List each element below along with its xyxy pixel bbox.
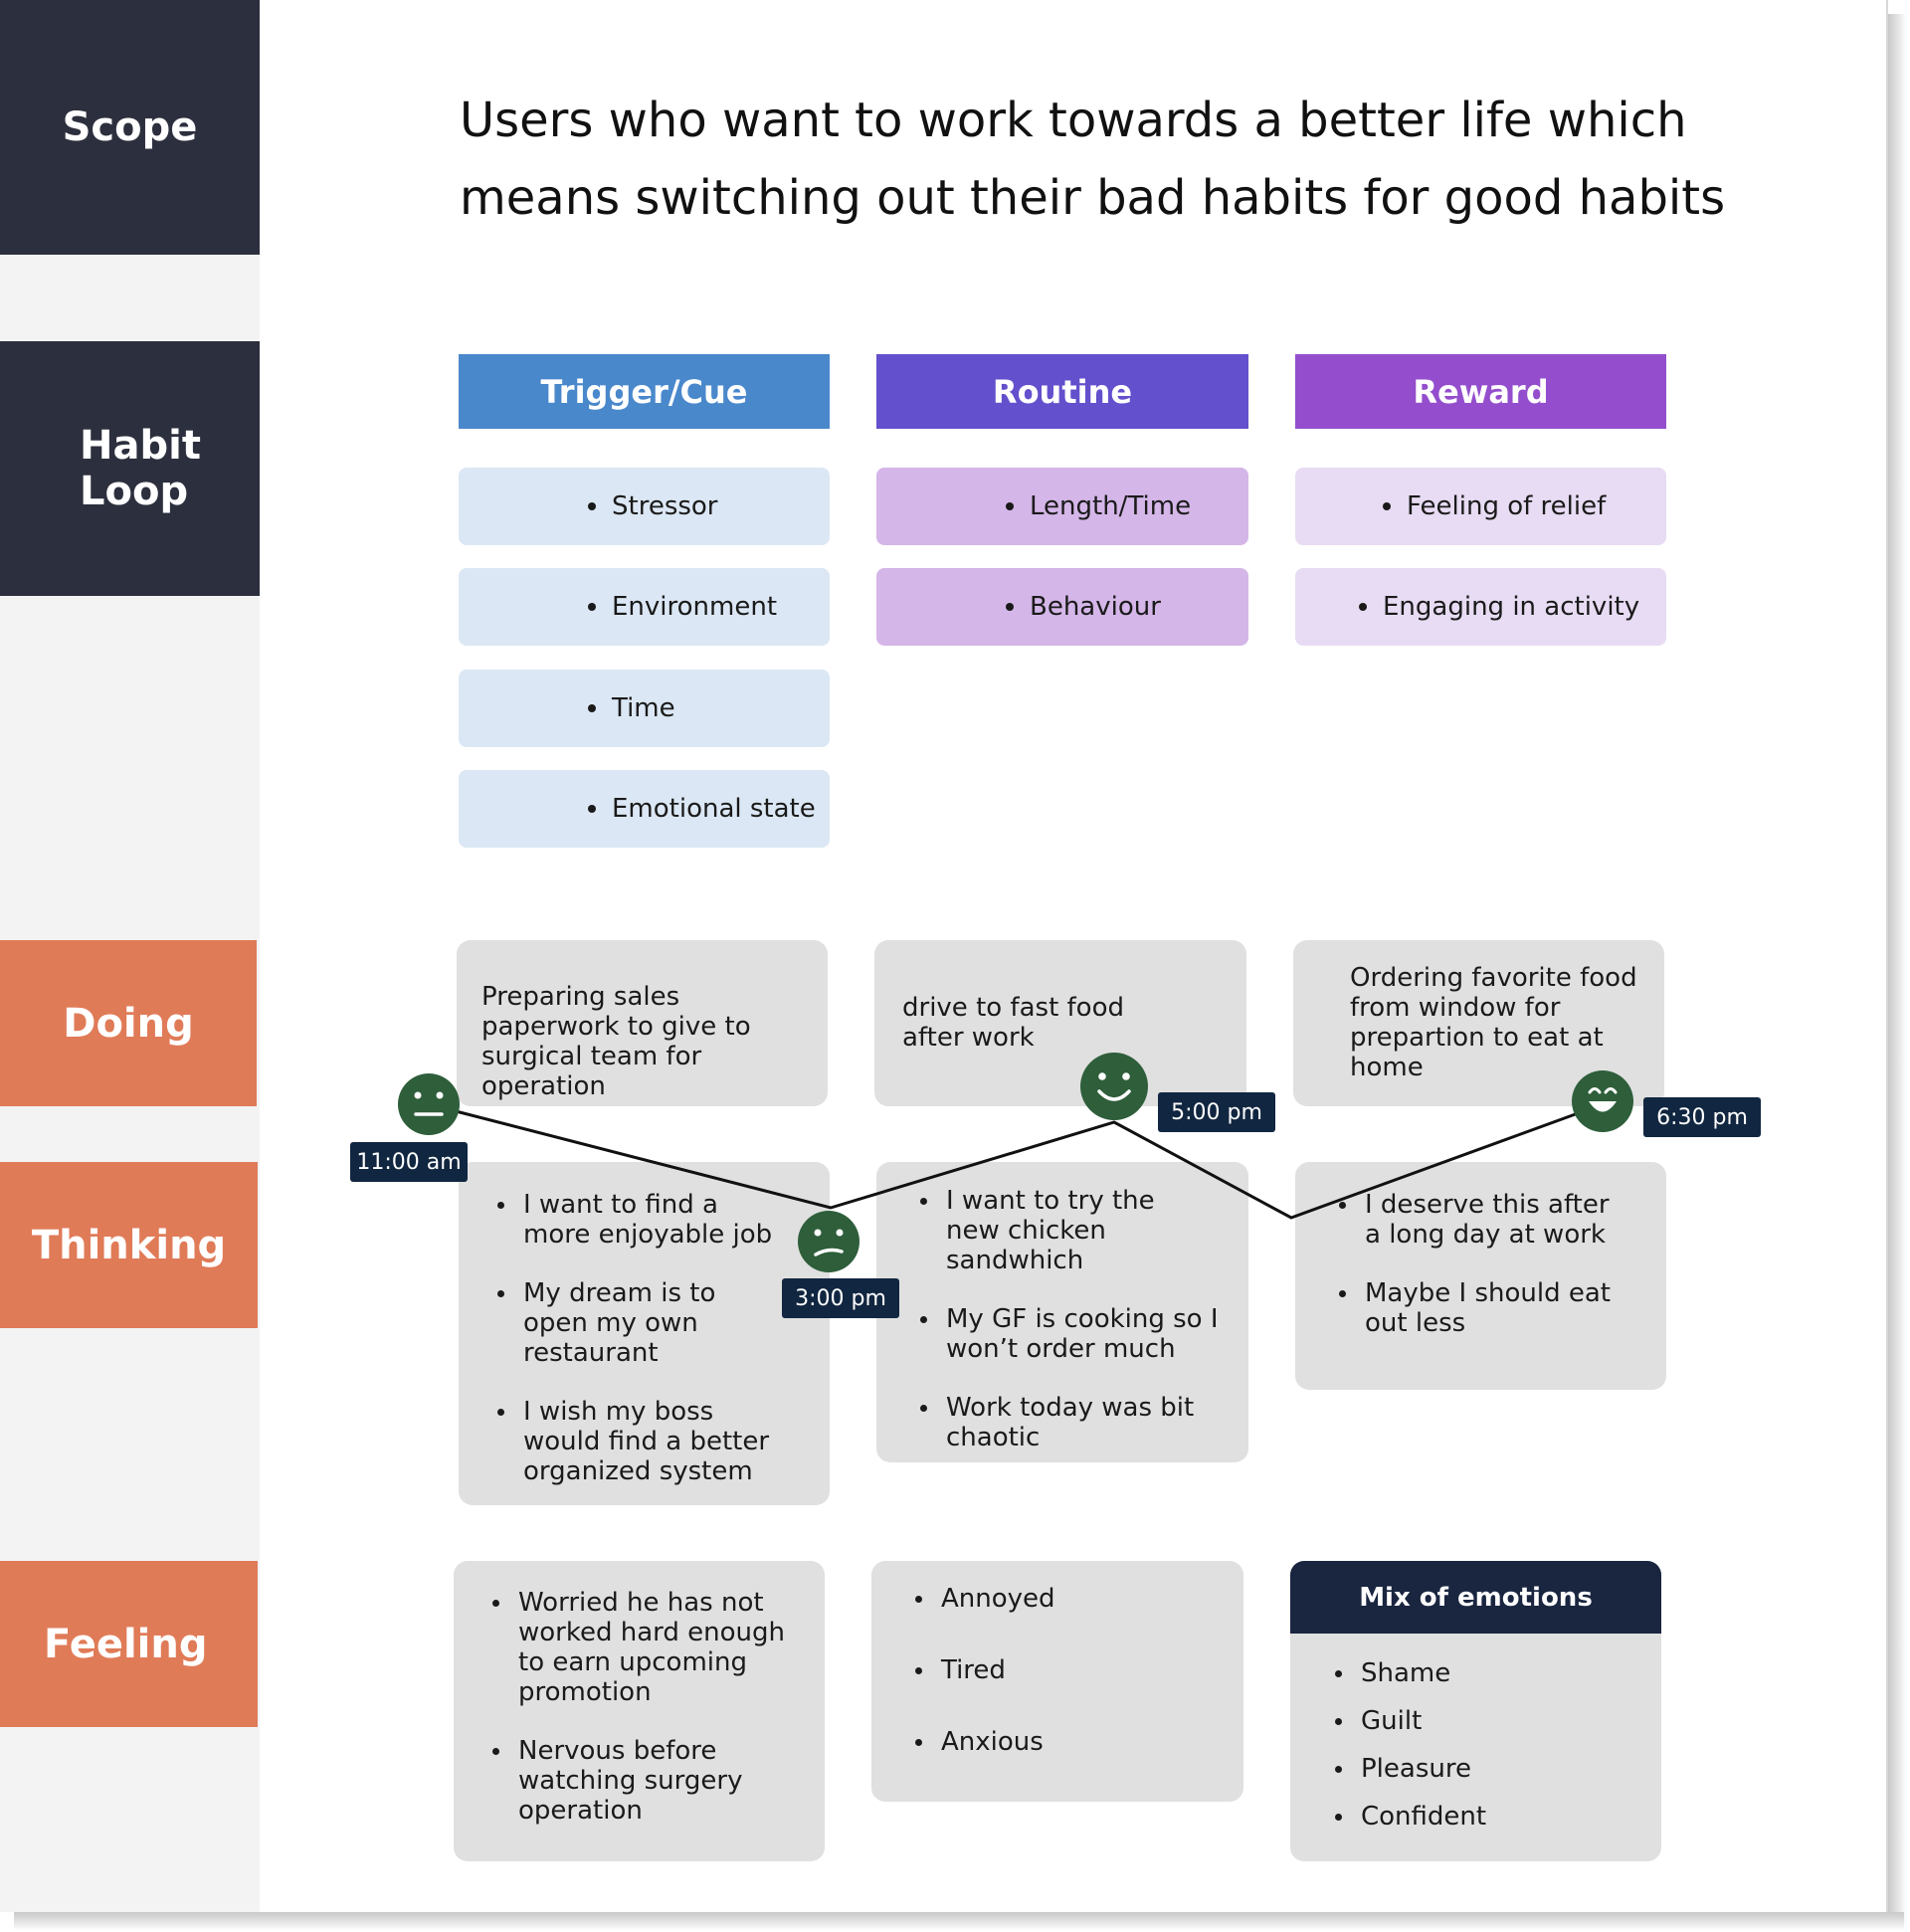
- trigger-item-label: Emotional state: [612, 794, 816, 824]
- row-label-scope: Scope: [0, 0, 260, 255]
- feeling-card-2: Annoyed Tired Anxious: [871, 1561, 1243, 1802]
- routine-item: Behaviour: [876, 568, 1248, 646]
- trigger-item: Environment: [459, 568, 830, 646]
- routine-item-label: Length/Time: [1030, 491, 1192, 521]
- thinking-card-1: I want to find a more enjoyable job My d…: [459, 1162, 830, 1505]
- header-routine: Routine: [876, 354, 1248, 429]
- feeling-item: Worried he has not worked hard enough to…: [492, 1588, 787, 1707]
- reward-item-label: Feeling of relief: [1407, 491, 1607, 521]
- bullet-icon: [1383, 502, 1391, 510]
- feeling-item: Nervous before watching surgery operatio…: [492, 1736, 787, 1826]
- row-label-feeling: Feeling: [0, 1561, 258, 1727]
- routine-item: Length/Time: [876, 468, 1248, 545]
- bullet-icon: [1006, 502, 1014, 510]
- sheet-edge: [1886, 0, 1888, 1912]
- trigger-item: Time: [459, 670, 830, 747]
- feeling-item: Tired: [915, 1655, 1220, 1685]
- sheet-shadow-bottom: [14, 1912, 1904, 1930]
- doing-card-text: Ordering favorite food from window for p…: [1350, 963, 1637, 1082]
- feeling-item: Guilt: [1335, 1706, 1637, 1736]
- bullet-icon: [1359, 603, 1367, 611]
- bullet-icon: [588, 603, 596, 611]
- row-label-habit-line2: Loop: [80, 469, 189, 514]
- thinking-item: Work today was bit chaotic: [920, 1393, 1215, 1452]
- header-trigger-cue: Trigger/Cue: [459, 354, 830, 429]
- sheet-shadow-right: [1888, 14, 1906, 1924]
- header-reward: Reward: [1295, 354, 1666, 429]
- thinking-item: My dream is to open my own restaurant: [497, 1278, 787, 1368]
- reward-item-label: Engaging in activity: [1383, 592, 1640, 622]
- thinking-card-3: I deserve this after a long day at work …: [1295, 1162, 1666, 1390]
- thinking-item: I want to try the new chicken sandwhich: [920, 1186, 1215, 1275]
- thinking-item: Maybe I should eat out less: [1339, 1278, 1628, 1338]
- mix-of-emotions-header: Mix of emotions: [1290, 1561, 1661, 1634]
- time-tag: 5:00 pm: [1158, 1092, 1275, 1132]
- thinking-item: I deserve this after a long day at work: [1339, 1190, 1628, 1250]
- trigger-item-label: Environment: [612, 592, 778, 622]
- thinking-item: I wish my boss would find a better organ…: [497, 1397, 787, 1486]
- doing-card-text: Preparing sales paperwork to give to sur…: [481, 982, 751, 1101]
- thinking-item: I want to find a more enjoyable job: [497, 1190, 787, 1250]
- bullet-icon: [588, 704, 596, 712]
- scope-statement-line2: means switching out their bad habits for…: [460, 170, 1726, 226]
- trigger-item: Stressor: [459, 468, 830, 545]
- bullet-icon: [588, 502, 596, 510]
- doing-card-3: Ordering favorite food from window for p…: [1293, 940, 1664, 1106]
- routine-item-label: Behaviour: [1030, 592, 1161, 622]
- row-label-scope-text: Scope: [62, 104, 198, 150]
- doing-card-2: drive to fast food after work: [874, 940, 1246, 1106]
- row-label-thinking-text: Thinking: [31, 1222, 227, 1268]
- reward-item: Engaging in activity: [1295, 568, 1666, 646]
- feeling-item: Pleasure: [1335, 1754, 1637, 1784]
- feeling-item: Anxious: [915, 1727, 1220, 1757]
- bullet-icon: [1006, 603, 1014, 611]
- feeling-card-1: Worried he has not worked hard enough to…: [454, 1561, 825, 1861]
- reward-item: Feeling of relief: [1295, 468, 1666, 545]
- thinking-card-2: I want to try the new chicken sandwhich …: [876, 1162, 1248, 1462]
- feeling-item: Annoyed: [915, 1584, 1220, 1614]
- scope-statement: Users who want to work towards a better …: [460, 82, 1753, 237]
- feeling-item: Shame: [1335, 1658, 1637, 1688]
- feeling-item: Confident: [1335, 1802, 1637, 1832]
- row-label-feeling-text: Feeling: [44, 1621, 208, 1667]
- scope-statement-line1: Users who want to work towards a better …: [460, 93, 1687, 148]
- trigger-item: Emotional state: [459, 770, 830, 848]
- doing-card-text: drive to fast food after work: [902, 993, 1124, 1053]
- row-label-habit-loop: Habit Loop: [0, 341, 260, 596]
- time-tag: 3:00 pm: [782, 1278, 899, 1318]
- feeling-card-3: Mix of emotions Shame Guilt Pleasure Con…: [1290, 1561, 1661, 1861]
- row-label-habit-line1: Habit: [80, 423, 201, 469]
- time-tag: 11:00 am: [350, 1142, 468, 1182]
- row-label-doing: Doing: [0, 940, 257, 1106]
- time-tag: 6:30 pm: [1643, 1097, 1761, 1137]
- trigger-item-label: Stressor: [612, 491, 718, 521]
- doing-card-1: Preparing sales paperwork to give to sur…: [457, 940, 828, 1106]
- row-label-doing-text: Doing: [63, 1000, 194, 1047]
- thinking-item: My GF is cooking so I won’t order much: [920, 1304, 1235, 1364]
- trigger-item-label: Time: [612, 693, 675, 723]
- bullet-icon: [588, 805, 596, 813]
- row-label-thinking: Thinking: [0, 1162, 258, 1328]
